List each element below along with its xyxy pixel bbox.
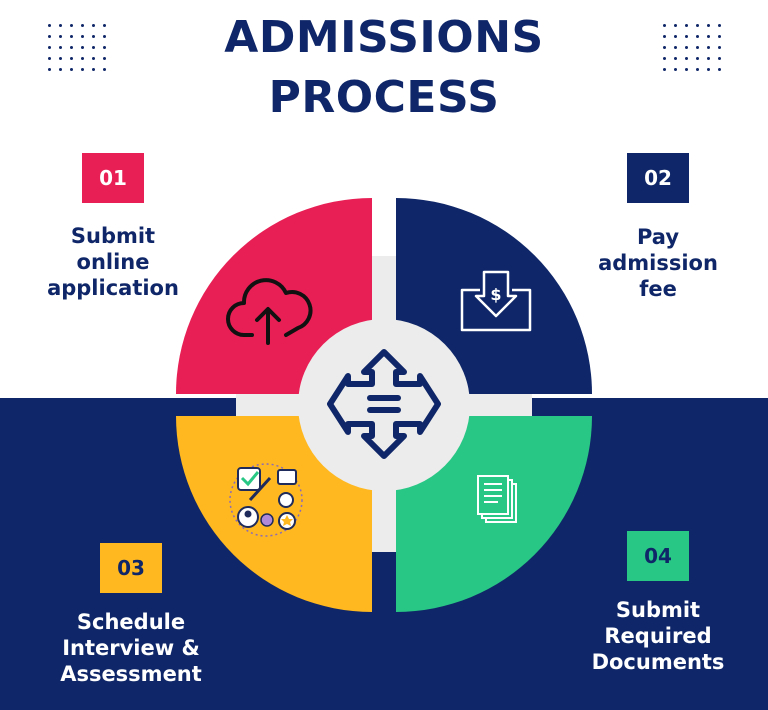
decorative-dot [59, 35, 62, 38]
four-way-arrows-icon [327, 349, 441, 459]
decorative-dot [103, 57, 106, 60]
decorative-dot [81, 68, 84, 71]
dollar-download-icon [460, 270, 532, 332]
documents-icon [477, 475, 517, 523]
decorative-dot [674, 57, 677, 60]
decorative-dot [718, 24, 721, 27]
decorative-dot [92, 57, 95, 60]
decorative-dot [92, 24, 95, 27]
decorative-dot [48, 57, 51, 60]
decorative-dot [48, 24, 51, 27]
page-title-line-2: PROCESS [268, 72, 500, 123]
decorative-dot [663, 57, 666, 60]
decorative-dot [696, 24, 699, 27]
decorative-dot [696, 46, 699, 49]
step-02-label: Pay admission fee [598, 225, 718, 301]
decorative-dot [685, 68, 688, 71]
page-title-line-1: ADMISSIONS [224, 12, 544, 63]
decorative-dot [92, 46, 95, 49]
decorative-dot [48, 35, 51, 38]
center-circle [298, 319, 470, 491]
decorative-dot [92, 68, 95, 71]
decorative-dot [718, 68, 721, 71]
decorative-dot [696, 35, 699, 38]
assessment-icon [229, 463, 303, 537]
decorative-dot [663, 46, 666, 49]
decorative-dot [685, 57, 688, 60]
decorative-dot [81, 35, 84, 38]
step-01-label: Submit online application [47, 224, 179, 300]
step-03-label: Schedule Interview & Assessment [60, 610, 202, 686]
decorative-dot [696, 57, 699, 60]
decorative-dot [48, 68, 51, 71]
decorative-dots-right [663, 24, 727, 80]
decorative-dot [696, 68, 699, 71]
decorative-dot [70, 57, 73, 60]
decorative-dot [103, 24, 106, 27]
decorative-dot [70, 24, 73, 27]
decorative-dot [59, 68, 62, 71]
step-04-label: Submit Required Documents [591, 598, 725, 674]
decorative-dot [103, 46, 106, 49]
decorative-dot [718, 46, 721, 49]
decorative-dot [663, 24, 666, 27]
decorative-dot [674, 35, 677, 38]
step-03-number-badge: 03 [100, 543, 162, 593]
decorative-dot [663, 68, 666, 71]
dollar-sign: $ [490, 285, 501, 304]
decorative-dot [70, 46, 73, 49]
decorative-dot [81, 46, 84, 49]
decorative-dot [707, 24, 710, 27]
decorative-dot [92, 35, 95, 38]
step-01-number-badge: 01 [82, 153, 144, 203]
step-02-number-badge: 02 [627, 153, 689, 203]
decorative-dot [70, 35, 73, 38]
decorative-dots-left [48, 24, 112, 80]
decorative-dot [685, 24, 688, 27]
decorative-dot [70, 68, 73, 71]
decorative-dot [685, 46, 688, 49]
decorative-dot [674, 46, 677, 49]
cloud-upload-icon [226, 278, 313, 345]
decorative-dot [59, 46, 62, 49]
decorative-dot [707, 35, 710, 38]
decorative-dot [59, 57, 62, 60]
decorative-dot [674, 24, 677, 27]
decorative-dot [81, 57, 84, 60]
decorative-dot [718, 57, 721, 60]
decorative-dot [48, 46, 51, 49]
decorative-dot [663, 35, 666, 38]
decorative-dot [707, 57, 710, 60]
decorative-dot [718, 35, 721, 38]
decorative-dot [103, 68, 106, 71]
decorative-dot [81, 24, 84, 27]
decorative-dot [674, 68, 677, 71]
decorative-dot [685, 35, 688, 38]
step-04-number-badge: 04 [627, 531, 689, 581]
decorative-dot [707, 68, 710, 71]
decorative-dot [59, 24, 62, 27]
decorative-dot [103, 35, 106, 38]
decorative-dot [707, 46, 710, 49]
